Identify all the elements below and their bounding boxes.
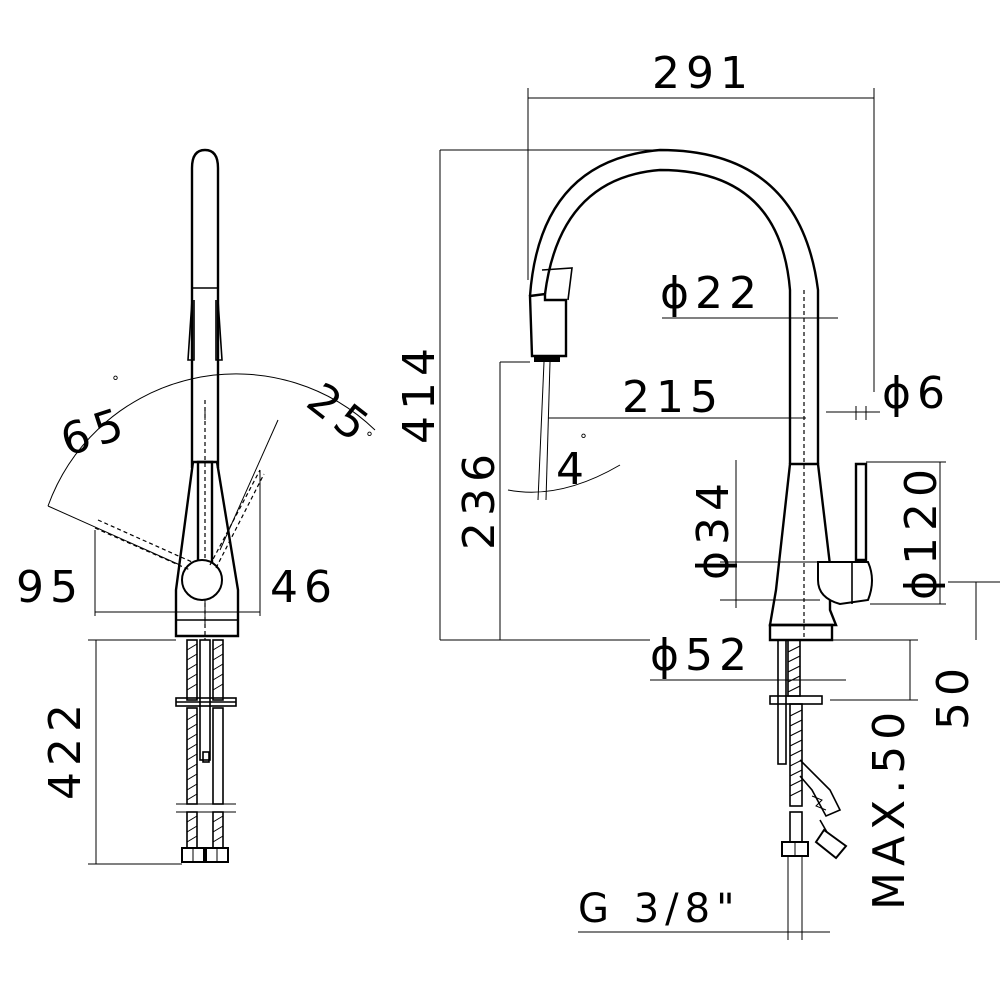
spray-angle-label: 4 [556, 444, 590, 495]
spray-reach-label: 215 [622, 372, 724, 423]
spray-head [528, 292, 568, 358]
spout-diameter-label: ϕ22 [660, 268, 763, 319]
hose-length-label: 422 [40, 698, 91, 800]
swivel-right-degree: ° [366, 430, 373, 446]
spray-angle-degree: ° [580, 432, 587, 448]
side-view [439, 88, 1000, 940]
front-body [174, 460, 240, 638]
side-hoses [769, 639, 848, 860]
max-deck-label: MAX.50 [864, 706, 915, 910]
front-view [47, 148, 376, 865]
swivel-arc [47, 373, 376, 507]
swivel-left-label: 65 [55, 397, 135, 467]
swivel-left-degree: ° [112, 374, 119, 390]
offset-right-label: 46 [270, 562, 338, 613]
lever-knob [181, 559, 223, 601]
deck-thickness-label: 50 [928, 662, 979, 730]
front-spout [190, 148, 220, 468]
connection-label: G 3/8" [578, 886, 740, 932]
lever-height-label: ϕ120 [896, 463, 947, 600]
lever-diameter-label: ϕ6 [882, 368, 951, 419]
spout-height-label: 236 [454, 448, 505, 550]
side-lever [854, 462, 868, 562]
total-height-label: 414 [394, 342, 445, 444]
offset-left-label: 95 [16, 562, 84, 613]
spout-reach-label: 291 [652, 48, 754, 99]
front-hoses [175, 639, 237, 863]
body-diameter-label: ϕ34 [688, 477, 739, 580]
side-spout [528, 148, 820, 464]
side-body [768, 462, 838, 627]
base-diameter-label: ϕ52 [650, 630, 753, 681]
